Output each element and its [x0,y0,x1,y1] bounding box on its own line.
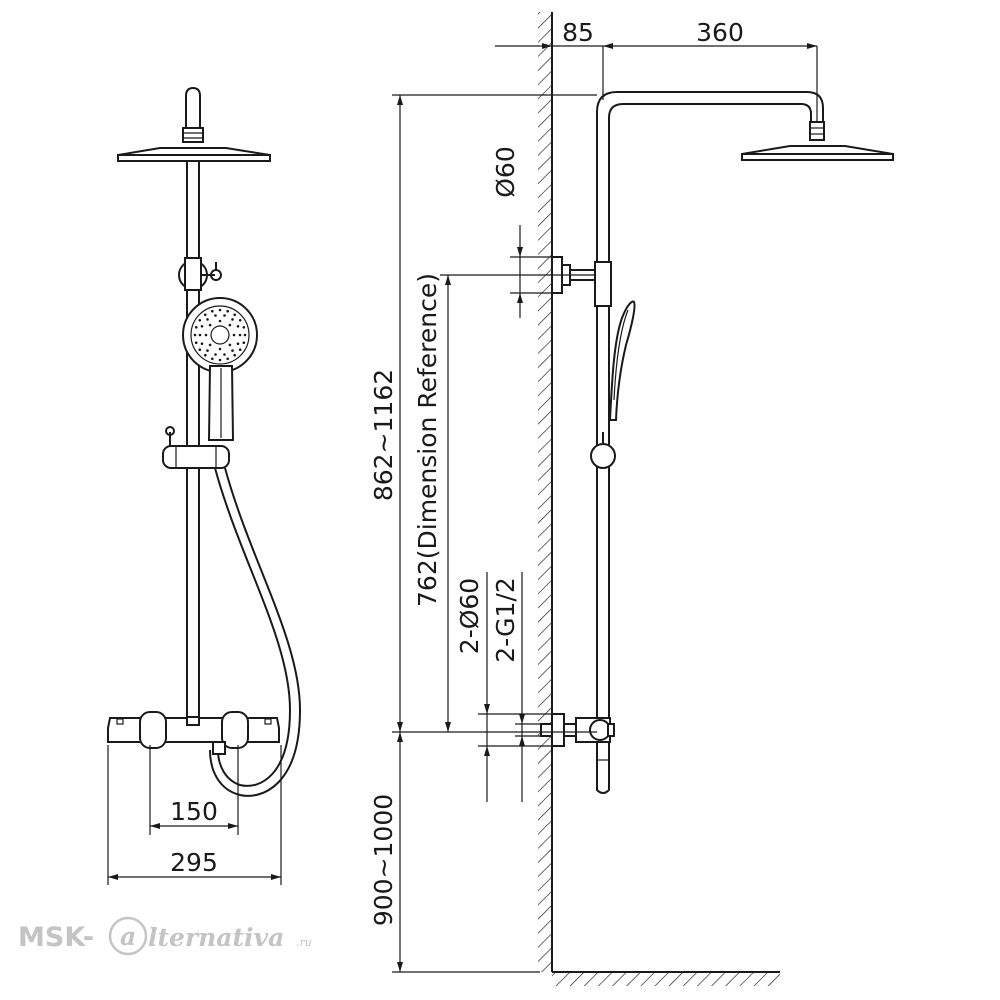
nozzle-dot [226,357,229,361]
watermark-prefix: MSK- [18,922,94,953]
wall-bracket-front [178,257,222,291]
thread-label: 2-G1/2 [491,577,520,662]
watermark-domain: .ru [296,936,312,949]
nozzle-dot [211,357,214,361]
rain-shower-head-front [117,86,271,162]
nozzle-pattern [193,308,247,362]
lower-flange-label: 2-Ø60 [455,578,484,654]
nozzle-dot [200,342,204,346]
arm-offset-label: 85 [562,18,594,47]
front-view: 150 295 [107,86,302,885]
side-view: 85 360 Ø60 862~1162 762(Dimension Refere… [369,18,894,973]
nozzle-dot [214,314,217,317]
nozzle-dot [238,333,242,337]
nozzle-dot [206,349,209,352]
nozzle-dot [236,325,240,328]
nozzle-dot [200,325,204,328]
nozzle-dot [206,318,209,321]
arm-reach-label: 360 [696,18,744,47]
valve-inlet-side [540,713,615,794]
dimension-lower-flange: 2-Ø60 [455,572,552,802]
nozzle-dot [208,323,212,327]
nozzle-dot [243,333,247,337]
dimension-column-height: 862~1162 [369,94,597,733]
dimension-upper-flange: Ø60 [491,146,552,318]
dimension-valve-width: 295 [107,745,282,885]
dimension-inlet-spacing: 150 [149,745,239,835]
nozzle-dot [238,348,242,352]
upper-bracket-side [551,256,612,307]
dimension-reference: 762(Dimension Reference) [413,273,595,732]
nozzle-dot [231,349,234,352]
rain-shower-head-side [741,121,894,161]
nozzle-dot [204,313,207,317]
nozzle-dot [204,333,208,337]
valve-width-label: 295 [170,848,218,877]
nozzle-dot [232,333,236,337]
watermark-suffix: lternativa [148,923,284,952]
watermark-letter: a [120,922,136,951]
nozzle-dot [211,309,214,313]
nozzle-dot [218,319,222,323]
nozzle-dot [198,333,202,337]
dimension-reference-label: 762(Dimension Reference) [413,273,442,607]
nozzle-dot [218,308,222,312]
inlet-spacing-label: 150 [170,797,218,826]
slide-holder-front [162,426,230,469]
nozzle-dot [223,314,226,317]
column-height-label: 862~1162 [369,369,398,501]
nozzle-dot [214,353,217,356]
nozzle-dot [226,309,229,313]
nozzle-dot [198,319,202,322]
riser-arm-side [596,91,824,722]
nozzle-dot [223,353,226,356]
nozzle-dot [193,333,197,337]
mounting-height-label: 900~1000 [369,794,398,926]
nozzle-dot [242,326,246,329]
nozzle-dot [218,347,222,351]
nozzle-dot [236,342,240,346]
dimension-arm-horizontal: 85 360 [495,18,818,122]
nozzle-dot [238,319,242,322]
nozzle-dot [194,326,198,329]
nozzle-dot [228,343,232,347]
dimension-thread: 2-G1/2 [491,572,541,802]
nozzle-dot [228,323,232,327]
nozzle-dot [233,313,236,317]
thermostatic-valve-front [107,711,280,755]
shower-hose-front [209,467,302,797]
nozzle-dot [208,343,212,347]
hand-shower-front [182,297,258,441]
riser-column-front [186,161,200,722]
hand-shower-side [590,300,636,469]
nozzle-dot [204,353,207,357]
watermark-logo: MSK- a lternativa .ru [18,916,312,956]
nozzle-dot [198,348,202,352]
nozzle-dot [194,341,198,345]
dimension-mounting-height: 900~1000 [369,732,540,973]
upper-flange-label: Ø60 [491,146,520,198]
nozzle-dot [218,358,222,362]
nozzle-dot [233,353,236,357]
nozzle-dot [231,318,234,321]
nozzle-dot [242,341,246,345]
